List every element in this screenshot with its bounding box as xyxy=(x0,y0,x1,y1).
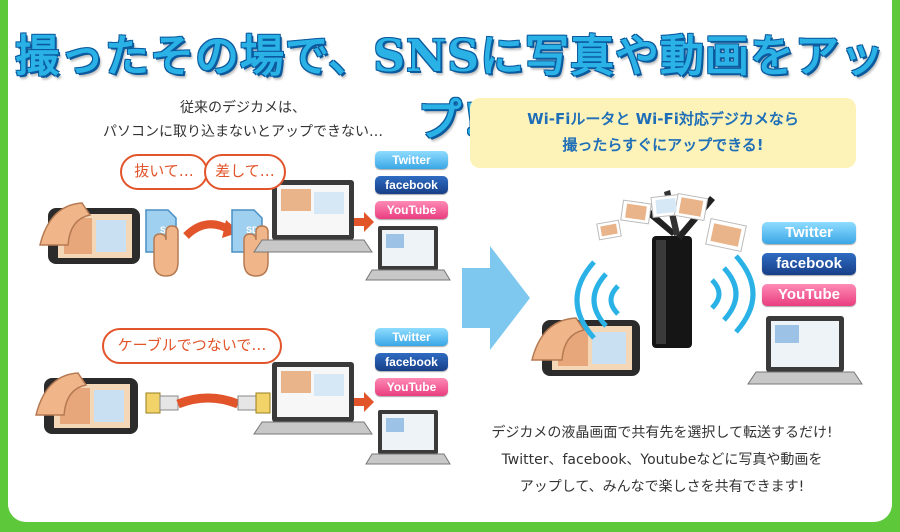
bubble-pull-out: 抜いて… xyxy=(120,154,208,190)
laptop-row1 xyxy=(253,180,373,253)
page-title: 撮ったその場で、SNSに写真や動画をアップ! xyxy=(14,31,885,146)
twitter-badge-row2: Twitter xyxy=(375,328,448,346)
wifi-waves-right xyxy=(710,254,756,334)
wifi-callout-line-2: 撮ったらすぐにアップできる! xyxy=(562,136,764,154)
bottom-description: デジカメの液晶画面で共有先を選択して転送するだけ! Twitter、facebo… xyxy=(452,420,872,501)
arrow-row2 xyxy=(354,392,374,412)
laptop-row2 xyxy=(253,362,373,435)
left-caption-line-1: 従来のデジカメは、 xyxy=(180,100,306,116)
hand-pull xyxy=(153,225,179,277)
laptop-right xyxy=(747,316,863,385)
camera-bottom-left xyxy=(35,372,138,434)
camera-top-left xyxy=(39,202,140,264)
left-caption: 従来のデジカメは、 パソコンに取り込まないとアップできない… xyxy=(78,96,408,144)
left-caption-line-2: パソコンに取り込まないとアップできない… xyxy=(103,124,383,140)
wifi-waves-left xyxy=(574,260,620,340)
laptop-row2-small xyxy=(365,410,451,465)
arrow-row1 xyxy=(354,212,374,232)
youtube-badge-right: YouTube xyxy=(762,284,856,306)
bottom-description-line-2: Twitter、facebook、Youtubeなどに写真や動画を xyxy=(501,452,823,468)
youtube-badge-row2: YouTube xyxy=(375,378,448,396)
flying-photos xyxy=(596,192,747,253)
bubble-cable: ケーブルでつないで… xyxy=(102,328,282,364)
facebook-badge-right: facebook xyxy=(762,253,856,275)
wifi-callout-line-1: Wi-Fiルータと Wi-Fi対応デジカメなら xyxy=(527,110,799,128)
laptop-row1-small xyxy=(365,226,451,281)
sd-label-2: SD xyxy=(246,225,259,235)
bubble-insert: 差して… xyxy=(204,154,286,190)
twitter-badge-row1: Twitter xyxy=(375,151,448,169)
facebook-badge-row1: facebook xyxy=(375,176,448,194)
wifi-callout: Wi-Fiルータと Wi-Fi対応デジカメなら 撮ったらすぐにアップできる! xyxy=(470,98,856,168)
bottom-description-line-1: デジカメの液晶画面で共有先を選択して転送するだけ! xyxy=(491,425,833,441)
usb-cable xyxy=(145,392,271,414)
bottom-description-line-3: アップして、みんなで楽しさを共有できます! xyxy=(519,479,805,495)
twitter-badge-right: Twitter xyxy=(762,222,856,244)
big-arrow xyxy=(462,246,530,350)
facebook-badge-row2: facebook xyxy=(375,353,448,371)
youtube-badge-row1: YouTube xyxy=(375,201,448,219)
